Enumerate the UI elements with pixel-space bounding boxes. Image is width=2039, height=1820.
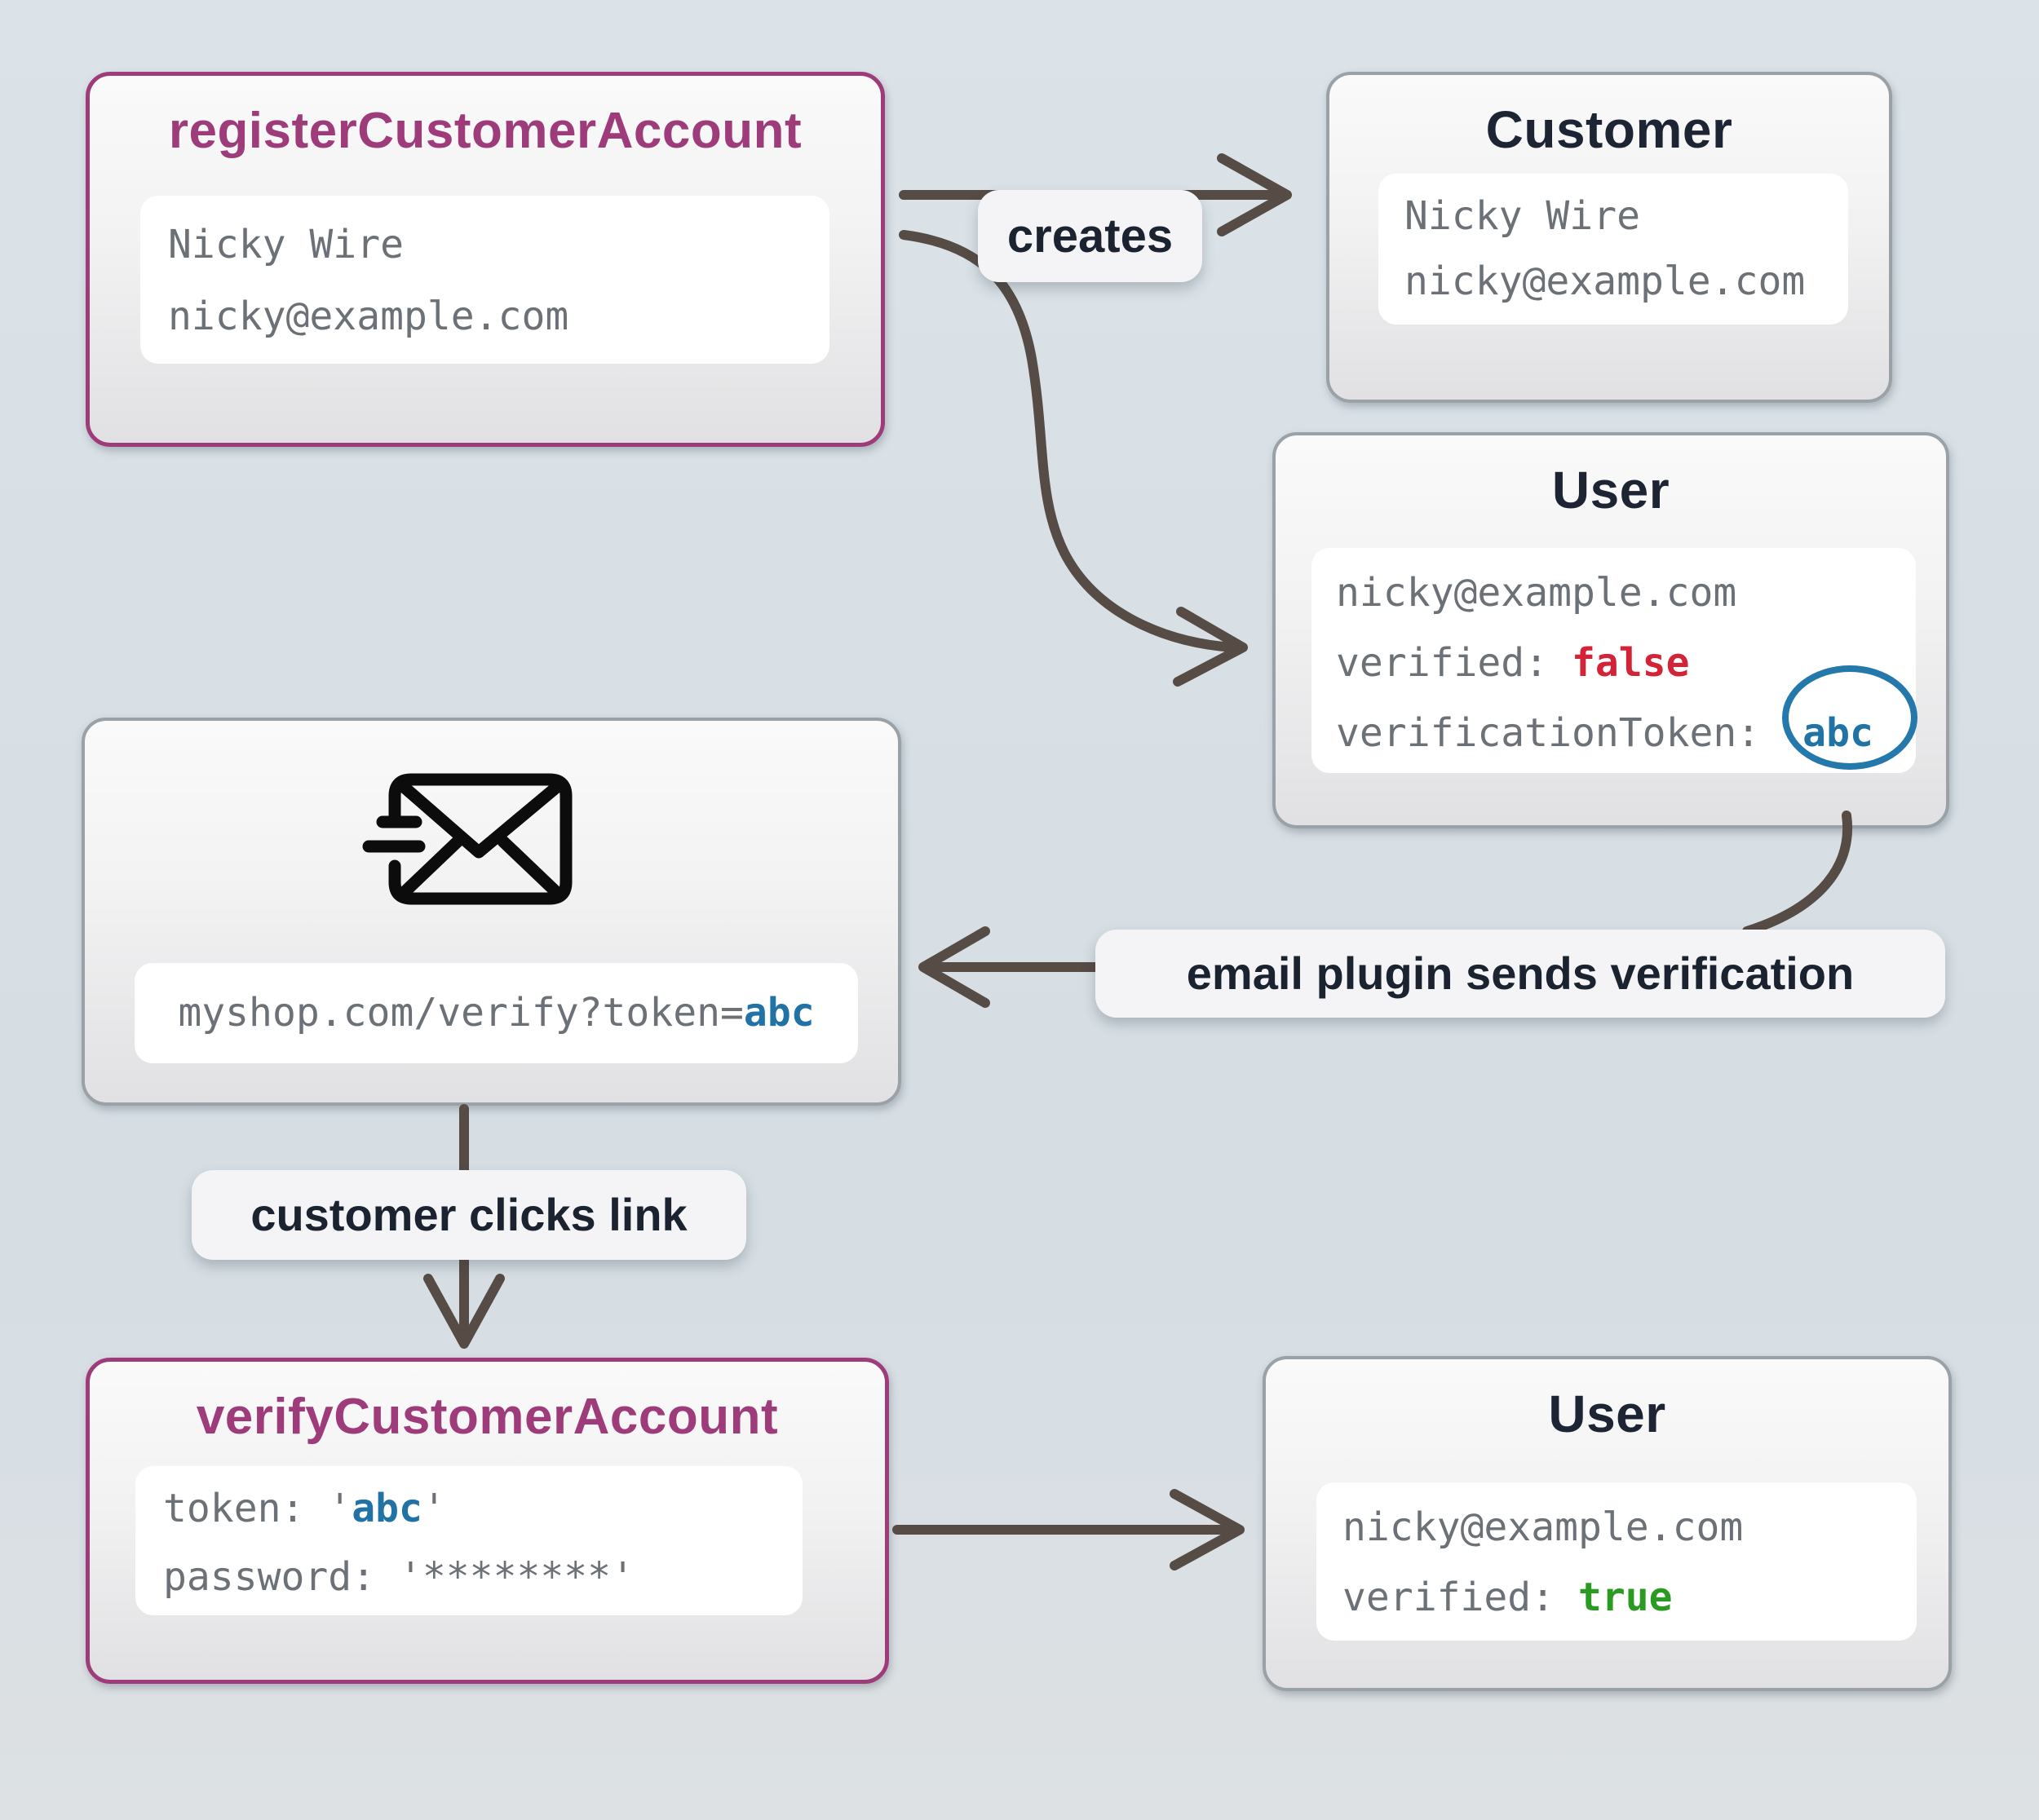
curve-token-to-label <box>1742 811 1853 936</box>
customer-name-text: Nicky Wire <box>168 222 404 267</box>
token-line: token: 'abc' <box>163 1474 803 1543</box>
node-register-customer-account: registerCustomerAccount Nicky Wire nicky… <box>86 72 885 447</box>
node-title: Customer <box>1485 100 1733 159</box>
node-title: verifyCustomerAccount <box>196 1389 779 1445</box>
node-data-field: Nicky Wire nicky@example.com <box>140 196 829 364</box>
verify-url-prefix: myshop.com/verify?token= <box>178 990 744 1036</box>
verified-true-value: true <box>1577 1575 1673 1620</box>
token-label: verificationToken: <box>1336 710 1761 756</box>
edge-label-creates: creates <box>978 190 1202 282</box>
customer-name-text: Nicky Wire <box>1404 193 1640 239</box>
node-title: registerCustomerAccount <box>168 103 803 159</box>
node-data-field: nicky@example.com verified: false verifi… <box>1311 548 1916 773</box>
verified-label: verified: <box>1336 640 1572 686</box>
open-quote: ' <box>328 1486 352 1531</box>
arrowhead-verify-to-user <box>1170 1489 1245 1570</box>
edge-label-customer-clicks: customer clicks link <box>192 1170 746 1260</box>
arrowhead-label-to-email <box>918 926 990 1008</box>
verified-label: verified: <box>1342 1575 1578 1620</box>
edge-label-email-plugin: email plugin sends verification <box>1095 930 1945 1018</box>
mail-send-icon <box>362 773 573 905</box>
node-data-field: token: 'abc' password: '********' <box>135 1466 803 1615</box>
close-quote: ' <box>422 1486 446 1531</box>
verify-url-token: abc <box>743 990 815 1036</box>
arrowhead-register-to-user <box>1173 607 1248 687</box>
password-line: password: '********' <box>163 1554 635 1600</box>
node-title: User <box>1548 1385 1666 1443</box>
token-highlight-circle <box>1782 665 1917 770</box>
node-customer: Customer Nicky Wire nicky@example.com <box>1326 72 1892 403</box>
node-user-verified: User nicky@example.com verified: true <box>1263 1356 1952 1691</box>
verified-line: verified: true <box>1342 1562 1917 1632</box>
verified-false-value: false <box>1571 640 1690 686</box>
verified-line: verified: false <box>1336 628 1916 698</box>
node-verification-email: myshop.com/verify?token=abc <box>82 718 901 1106</box>
user-email-text: nicky@example.com <box>1342 1504 1744 1550</box>
arrow-register-to-user-curve <box>899 230 1238 652</box>
arrowhead-email-to-verify <box>423 1274 505 1349</box>
user-email-text: nicky@example.com <box>1336 570 1737 616</box>
token-value: abc <box>352 1486 422 1531</box>
node-user-unverified: User nicky@example.com verified: false v… <box>1272 432 1949 828</box>
token-label: token: <box>163 1486 329 1531</box>
customer-email-text: nicky@example.com <box>168 294 569 339</box>
arrowhead-register-to-customer <box>1217 153 1292 236</box>
customer-email-text: nicky@example.com <box>1404 258 1806 304</box>
node-verify-customer-account: verifyCustomerAccount token: 'abc' passw… <box>86 1358 889 1684</box>
verification-link-field: myshop.com/verify?token=abc <box>135 963 858 1063</box>
node-title: User <box>1551 461 1670 519</box>
node-data-field: nicky@example.com verified: true <box>1316 1482 1917 1641</box>
node-data-field: Nicky Wire nicky@example.com <box>1378 174 1848 325</box>
